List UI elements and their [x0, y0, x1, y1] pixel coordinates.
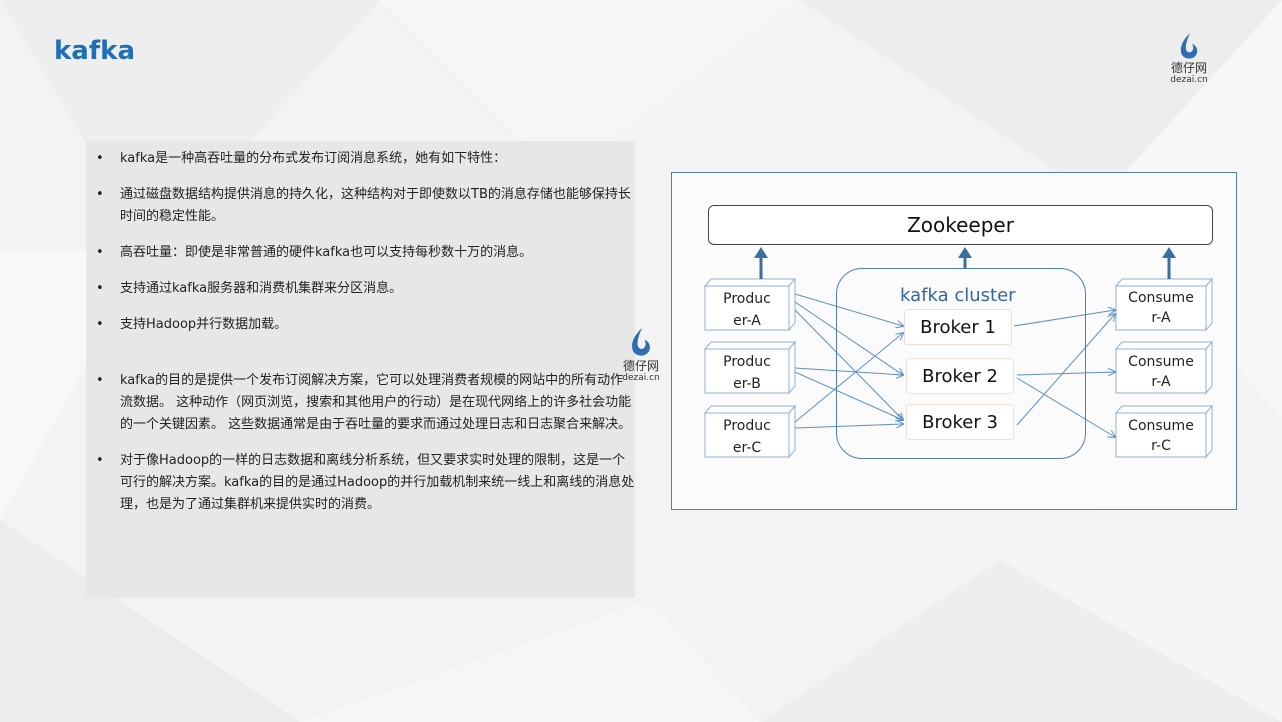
producer-label: Produc er-A [705, 288, 789, 332]
producer-label-line: er-B [733, 376, 761, 392]
zookeeper-box: Zookeeper [708, 205, 1213, 245]
consumer-label-line: r-A [1151, 310, 1171, 326]
producer-label: Produc er-C [705, 415, 789, 459]
logo-watermark: 德仔网 dezai.cn [614, 326, 668, 383]
logo-cn-text: 德仔网 [622, 359, 659, 373]
logo-top-right: 德仔网 dezai.cn [1166, 32, 1212, 85]
bullet-list: kafka是一种高吞吐量的分布式发布订阅消息系统，她有如下特性： 通过磁盘数据结… [96, 148, 636, 516]
droplet-logo-icon [632, 327, 650, 356]
logo-cn-text: 德仔网 [1170, 61, 1207, 75]
producer-label-line: Produc [723, 354, 771, 370]
bullet-item: 支持Hadoop并行数据加载。 [96, 314, 636, 336]
logo-en-text: dezai.cn [1170, 75, 1208, 85]
logo-en-text: dezai.cn [622, 373, 660, 383]
consumer-label: Consume r-C [1116, 416, 1206, 456]
broker-box: Broker 2 [906, 358, 1014, 394]
kafka-cluster-box [836, 268, 1086, 459]
producer-label-line: er-A [733, 313, 761, 329]
bullet-item: 支持通过kafka服务器和消费机集群来分区消息。 [96, 278, 636, 300]
slide-title: kafka [54, 36, 135, 66]
consumer-label-line: r-A [1151, 374, 1171, 390]
bullet-item: kafka的目的是提供一个发布订阅解决方案，它可以处理消费者规模的网站中的所有动… [96, 370, 636, 436]
broker-box: Broker 1 [904, 309, 1012, 345]
broker-box: Broker 3 [906, 404, 1014, 440]
cluster-label: kafka cluster [900, 285, 1016, 306]
producer-label-line: er-C [732, 440, 762, 456]
consumer-label-line: Consume [1128, 418, 1194, 434]
consumer-label-line: Consume [1128, 354, 1194, 370]
producer-label: Produc er-B [705, 351, 789, 395]
bullet-item: 高吞吐量：即使是非常普通的硬件kafka也可以支持每秒数十万的消息。 [96, 242, 636, 264]
droplet-logo-icon [1180, 33, 1198, 59]
bullet-item: 对于像Hadoop的一样的日志数据和离线分析系统，但又要求实时处理的限制，这是一… [96, 450, 636, 516]
bullet-item: kafka是一种高吞吐量的分布式发布订阅消息系统，她有如下特性： [96, 148, 636, 170]
consumer-label-line: Consume [1128, 290, 1194, 306]
consumer-label: Consume r-A [1116, 288, 1206, 328]
consumer-label: Consume r-A [1116, 352, 1206, 392]
producer-label-line: Produc [723, 291, 771, 307]
bullet-item: 通过磁盘数据结构提供消息的持久化，这种结构对于即使数以TB的消息存储也能够保持长… [96, 184, 636, 228]
producer-label-line: Produc [723, 418, 771, 434]
consumer-label-line: r-C [1151, 438, 1171, 454]
